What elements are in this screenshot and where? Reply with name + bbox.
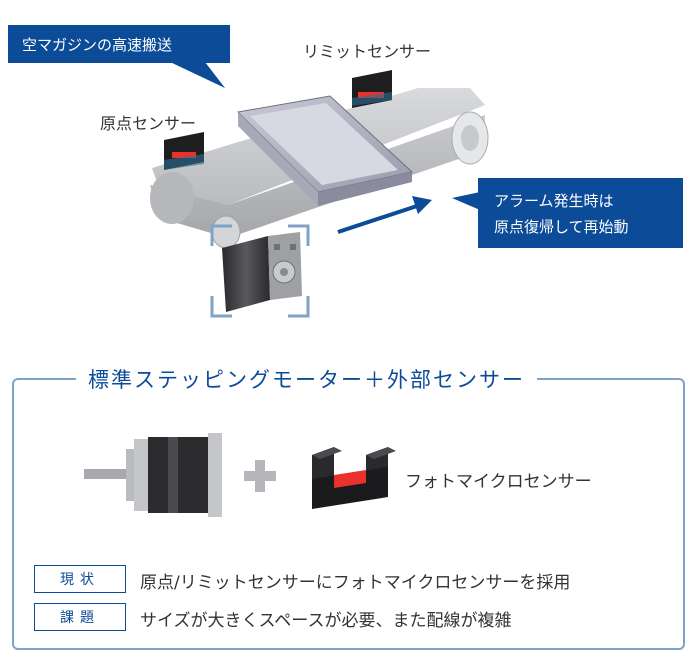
callout-transport-text: 空マガジンの高速搬送 xyxy=(22,36,172,54)
plus-sign: + xyxy=(258,453,259,454)
stepping-motor-icon xyxy=(222,232,302,312)
callout-alarm-line1: アラーム発生時は xyxy=(494,192,614,210)
tag-status: 現状 xyxy=(34,565,126,593)
components-illustration xyxy=(84,433,396,517)
magazine-tray xyxy=(236,95,414,206)
callout-alarm-line2: 原点復帰して再始動 xyxy=(494,218,629,236)
limit-sensor-icon xyxy=(352,70,392,108)
section-title: 標準ステッピングモーター＋外部センサー xyxy=(76,364,537,394)
status-text: 原点/リミットセンサーにフォトマイクロセンサーを採用 xyxy=(140,573,571,593)
focus-brackets xyxy=(210,224,310,318)
conveyor-illustration: 空マガジンの高速搬送 xyxy=(8,25,683,318)
origin-sensor-label: 原点センサー xyxy=(100,114,197,133)
photo-sensor-label: フォトマイクロセンサー xyxy=(405,472,592,492)
issue-text: サイズが大きくスペースが必要、また配線が複雑 xyxy=(140,611,512,631)
callout-transport: 空マガジンの高速搬送 xyxy=(8,25,230,88)
tag-issue: 課題 xyxy=(34,603,126,631)
callout-alarm: アラーム発生時は 原点復帰して再始動 xyxy=(452,178,683,248)
photo-sensor-icon xyxy=(312,447,396,509)
motion-arrow-icon xyxy=(337,196,432,234)
origin-sensor-icon xyxy=(164,132,204,170)
plus-icon xyxy=(244,460,276,492)
limit-sensor-label: リミットセンサー xyxy=(303,42,432,61)
motor-side-icon xyxy=(84,433,222,517)
